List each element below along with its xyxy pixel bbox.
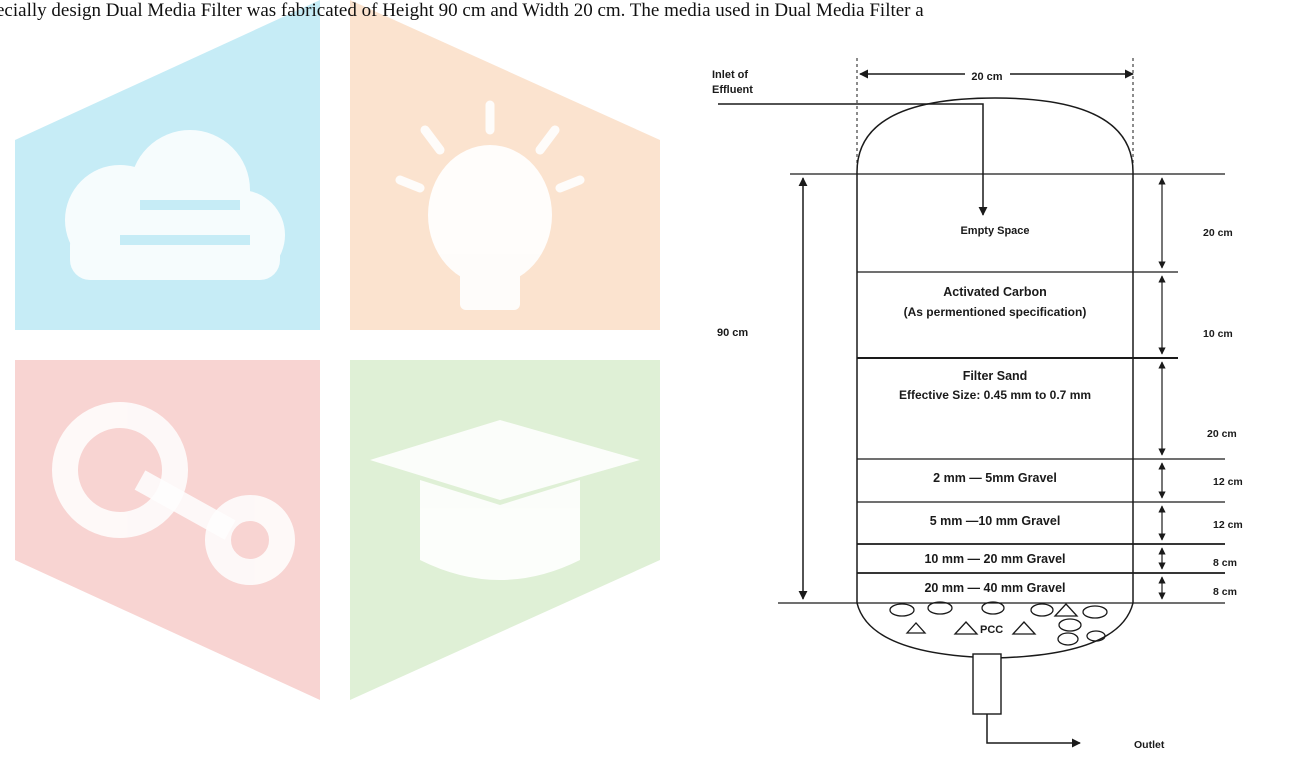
layer-3-spec: Effective Size: 0.45 mm to 0.7 mm <box>899 388 1091 402</box>
inlet-label-line2: Effluent <box>712 84 753 96</box>
layer-7-thickness: 8 cm <box>1213 586 1237 598</box>
outlet-label: Outlet <box>1134 739 1165 751</box>
inlet-pipe-arrow <box>718 103 988 216</box>
gears-icon <box>52 402 295 585</box>
graduation-cap-icon <box>370 420 640 580</box>
layer-6-thickness: 8 cm <box>1213 557 1237 569</box>
height-label: 90 cm <box>717 327 748 339</box>
layer-4-name: 2 mm — 5mm Gravel <box>933 471 1057 485</box>
layer-2-thickness: 10 cm <box>1203 328 1233 340</box>
layer-5-name: 5 mm —10 mm Gravel <box>930 514 1061 528</box>
outlet-pipe <box>972 653 1002 715</box>
width-label: 20 cm <box>971 71 1002 83</box>
layer-1-thickness: 20 cm <box>1203 227 1233 239</box>
pcc-label: PCC <box>980 624 1003 636</box>
inlet-label-line1: Inlet of <box>712 69 748 81</box>
layer-2-spec: (As permentioned specification) <box>904 305 1087 319</box>
layer-6-name: 10 mm — 20 mm Gravel <box>924 552 1065 566</box>
layer-4-thickness: 12 cm <box>1213 476 1243 488</box>
layer-5-thickness: 12 cm <box>1213 519 1243 531</box>
layer-3-name: Filter Sand <box>963 369 1028 383</box>
layer-7-name: 20 mm — 40 mm Gravel <box>924 581 1065 595</box>
pcc-support-media <box>889 601 1108 646</box>
layer-3-thickness: 20 cm <box>1207 428 1237 440</box>
watermark-tile-red <box>15 360 320 700</box>
layer-2-name: Activated Carbon <box>943 285 1047 299</box>
watermark-logo <box>15 0 660 700</box>
layer-1-name: Empty Space <box>960 225 1029 237</box>
lightbulb-icon <box>428 145 552 310</box>
intro-text: ecially design Dual Media Filter was fab… <box>0 0 924 21</box>
vessel-top-dome <box>856 97 1134 173</box>
outlet-arrow <box>986 714 1081 748</box>
